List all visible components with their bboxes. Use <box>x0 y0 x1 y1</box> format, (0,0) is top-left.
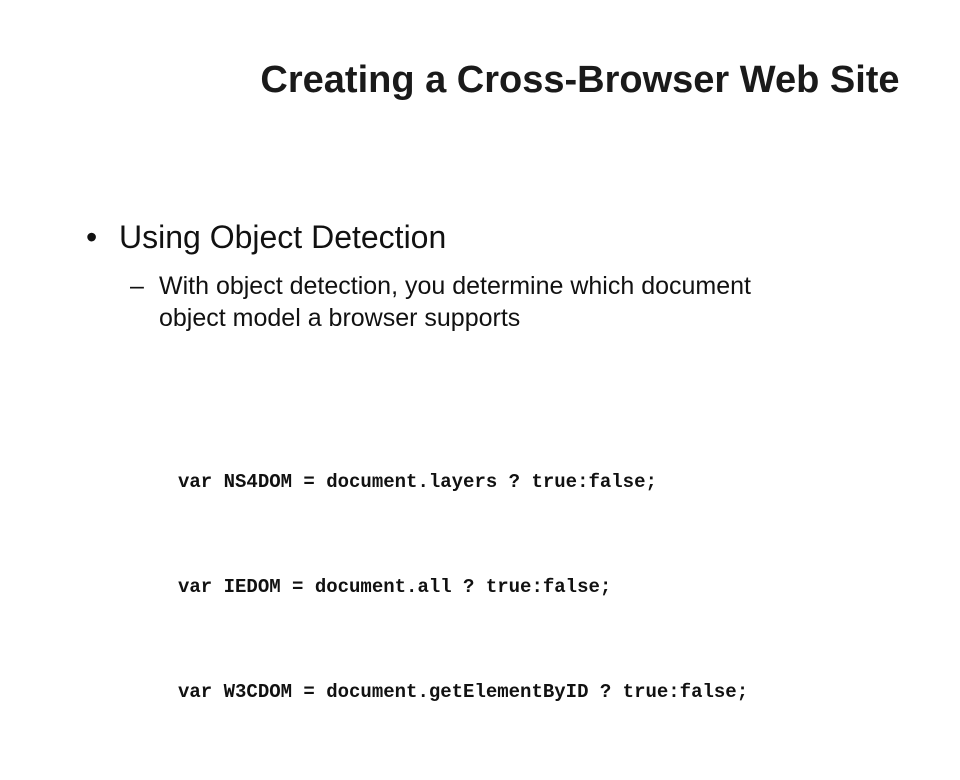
bullet-text: Using Object Detection <box>119 219 447 255</box>
code-line: var NS4DOM = document.layers ? true:fals… <box>178 471 657 493</box>
slide: Creating a Cross-Browser Web Site • Using… <box>86 59 900 703</box>
bullet-item: • Using Object Detection <box>86 217 446 257</box>
slide-title: Creating a Cross-Browser Web Site <box>260 59 900 101</box>
sub-bullet-item: – With object detection, you determine w… <box>130 270 810 334</box>
code-line: var IEDOM = document.all ? true:false; <box>178 576 612 598</box>
code-line: var W3CDOM = document.getElementByID ? t… <box>178 681 749 703</box>
sub-bullet-marker: – <box>130 272 144 300</box>
code-block: var NS4DOM = document.layers ? true:fals… <box>178 395 748 780</box>
sub-bullet-text: With object detection, you determine whi… <box>159 272 751 332</box>
bullet-marker: • <box>86 219 98 255</box>
